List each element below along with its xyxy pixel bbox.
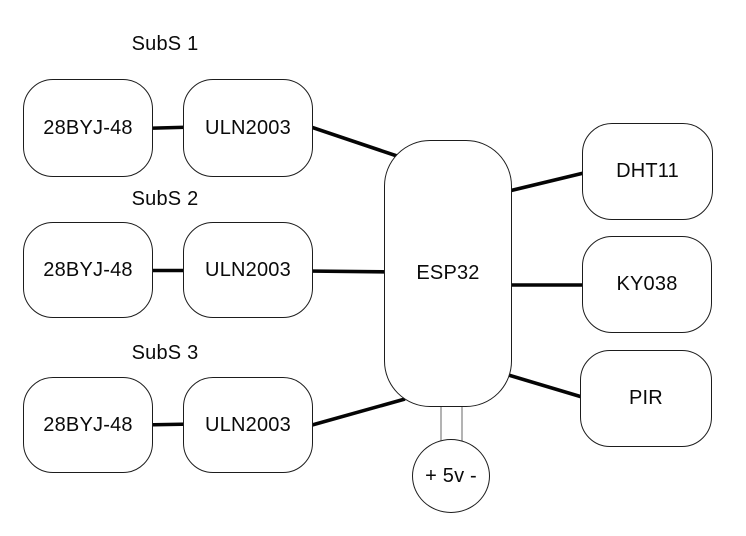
- wire-esp32-dht11: [504, 169, 593, 194]
- wire-driver1-esp32: [304, 123, 401, 159]
- node-power-5v: + 5v -: [412, 439, 490, 513]
- wire-driver3-esp32: [304, 397, 406, 429]
- node-controller-esp32: ESP32: [384, 140, 512, 407]
- node-motor-28byj48-2: 28BYJ-48: [23, 222, 153, 318]
- subsystem-1-label: SubS 1: [131, 33, 199, 55]
- node-sensor-pir: PIR: [580, 350, 712, 447]
- subsystem-2-label: SubS 2: [131, 188, 199, 210]
- node-sensor-dht11: DHT11: [582, 123, 713, 220]
- node-motor-28byj48-1: 28BYJ-48: [23, 79, 153, 177]
- wire-driver2-esp32: [304, 269, 396, 274]
- node-motor-28byj48-3: 28BYJ-48: [23, 377, 153, 473]
- wire-esp32-pir: [504, 372, 593, 402]
- node-driver-uln2003-1: ULN2003: [183, 79, 313, 177]
- node-sensor-ky038: KY038: [582, 236, 712, 333]
- node-driver-uln2003-3: ULN2003: [183, 377, 313, 473]
- node-driver-uln2003-2: ULN2003: [183, 222, 313, 318]
- subsystem-3-label: SubS 3: [131, 342, 199, 364]
